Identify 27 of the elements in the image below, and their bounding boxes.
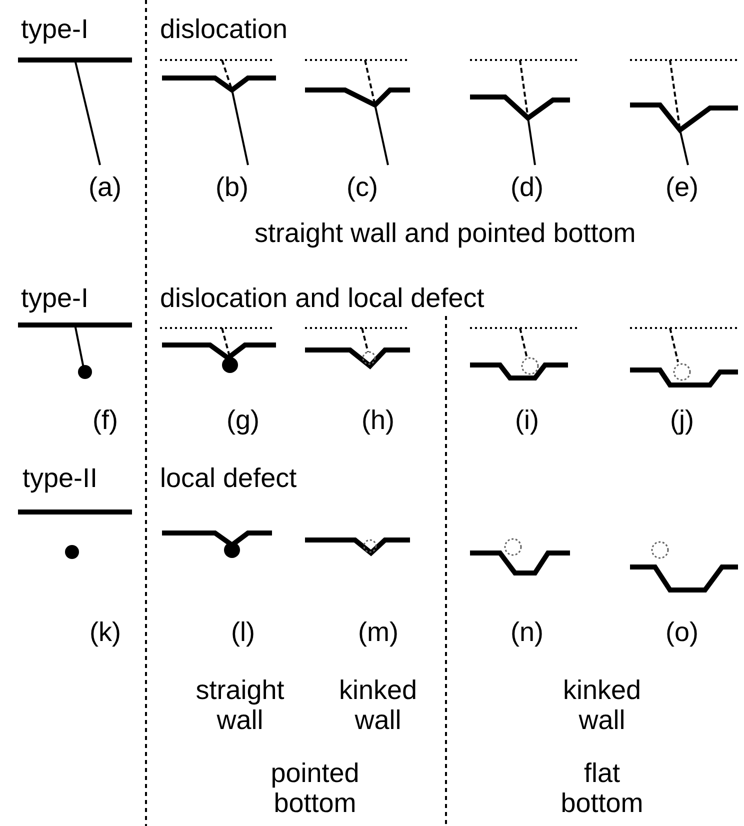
panel-label: (l) <box>231 617 255 647</box>
panel-label: (f) <box>92 405 118 435</box>
caption: straight wall <box>194 675 286 735</box>
caption: kinked wall <box>338 675 418 735</box>
panel-label: (d) <box>510 172 544 202</box>
caption: pointed bottom <box>270 758 360 818</box>
panel-label: (n) <box>510 617 544 647</box>
row-heading: type-I <box>21 14 89 44</box>
panel-label: (j) <box>670 405 694 435</box>
row-heading: local defect <box>160 463 297 493</box>
panel-label: (e) <box>666 172 698 202</box>
panel-label: (g) <box>226 405 260 435</box>
row-heading: dislocation and local defect <box>160 283 484 313</box>
panel-label: (c) <box>346 172 378 202</box>
row-heading: dislocation <box>160 14 288 44</box>
row-heading: type-I <box>21 283 89 313</box>
row-heading: type-II <box>22 463 98 493</box>
panel-label: (a) <box>88 172 122 202</box>
panel-label: (h) <box>362 405 394 435</box>
caption: kinked wall <box>562 675 642 735</box>
caption: flat bottom <box>560 758 644 818</box>
panel-label: (k) <box>90 617 121 647</box>
panel-label: (b) <box>216 172 248 202</box>
panel-label: (i) <box>515 405 539 435</box>
panel-label: (o) <box>666 617 698 647</box>
panel-label: (m) <box>358 617 398 647</box>
caption: straight wall and pointed bottom <box>254 218 636 248</box>
